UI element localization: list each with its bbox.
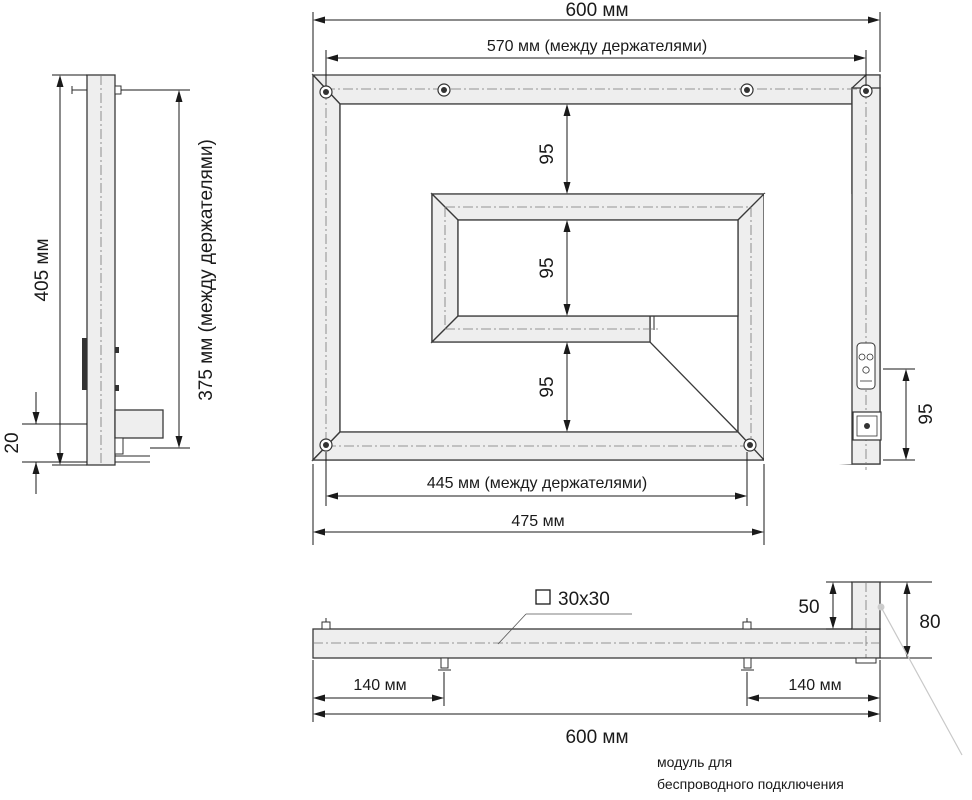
bottom-holder-top: [321, 618, 331, 630]
wireless-module: [856, 342, 876, 390]
dim-holder-offset-right: 140 мм: [788, 677, 841, 694]
bottom-holder-bottom: [438, 657, 451, 671]
dim-module-offset: 95: [916, 403, 937, 424]
dim-holder-height: 375 мм (между держателями): [196, 139, 217, 401]
frame-left-bar: [312, 73, 341, 462]
holder-hole: [743, 438, 757, 452]
dim-overall-width-top: 600 мм: [565, 0, 628, 21]
dim-depth-mount: 50: [798, 597, 819, 618]
dim-bottom-offset: 20: [2, 432, 23, 453]
dim-holder-offset-left: 140 мм: [353, 677, 406, 694]
holder-hole: [319, 438, 333, 452]
bottom-holder-bottom: [741, 657, 754, 671]
dim-gap-3: 95: [537, 376, 558, 397]
dim-holder-width-bottom: 445 мм (между держателями): [427, 475, 647, 492]
bottom-view: 30x30 50 80 140 мм 140 мм 600 мм: [312, 581, 963, 792]
profile-label: 30x30: [558, 589, 610, 610]
frame-top-bar: [311, 74, 881, 105]
dim-depth-total: 80: [919, 612, 940, 633]
bottom-bar: [312, 628, 881, 659]
callout-line-1: модуль для: [657, 754, 732, 770]
dim-gap-2: 95: [537, 257, 558, 278]
dim-overall-height: 405 мм: [32, 238, 53, 301]
front-view: 600 мм 570 мм (между держателями) 95 95 …: [311, 0, 937, 545]
side-connection-box: [114, 409, 164, 439]
callout-line-2: беспроводного подключения: [657, 776, 844, 792]
profile-square-icon: [535, 589, 551, 605]
dim-holder-width-top: 570 мм (между держателями): [487, 38, 707, 55]
side-view: 405 мм 375 мм (между держателями) 20: [2, 74, 217, 494]
dim-overall-width-bottom: 600 мм: [565, 727, 628, 748]
connection-box: [852, 411, 882, 441]
bottom-holder-top: [742, 618, 752, 630]
holder-hole: [859, 84, 873, 98]
dim-gap-1: 95: [537, 143, 558, 164]
holder-hole: [740, 83, 754, 97]
holder-hole: [437, 83, 451, 97]
dim-bottom-width: 475 мм: [511, 513, 564, 530]
holder-hole: [319, 85, 333, 99]
